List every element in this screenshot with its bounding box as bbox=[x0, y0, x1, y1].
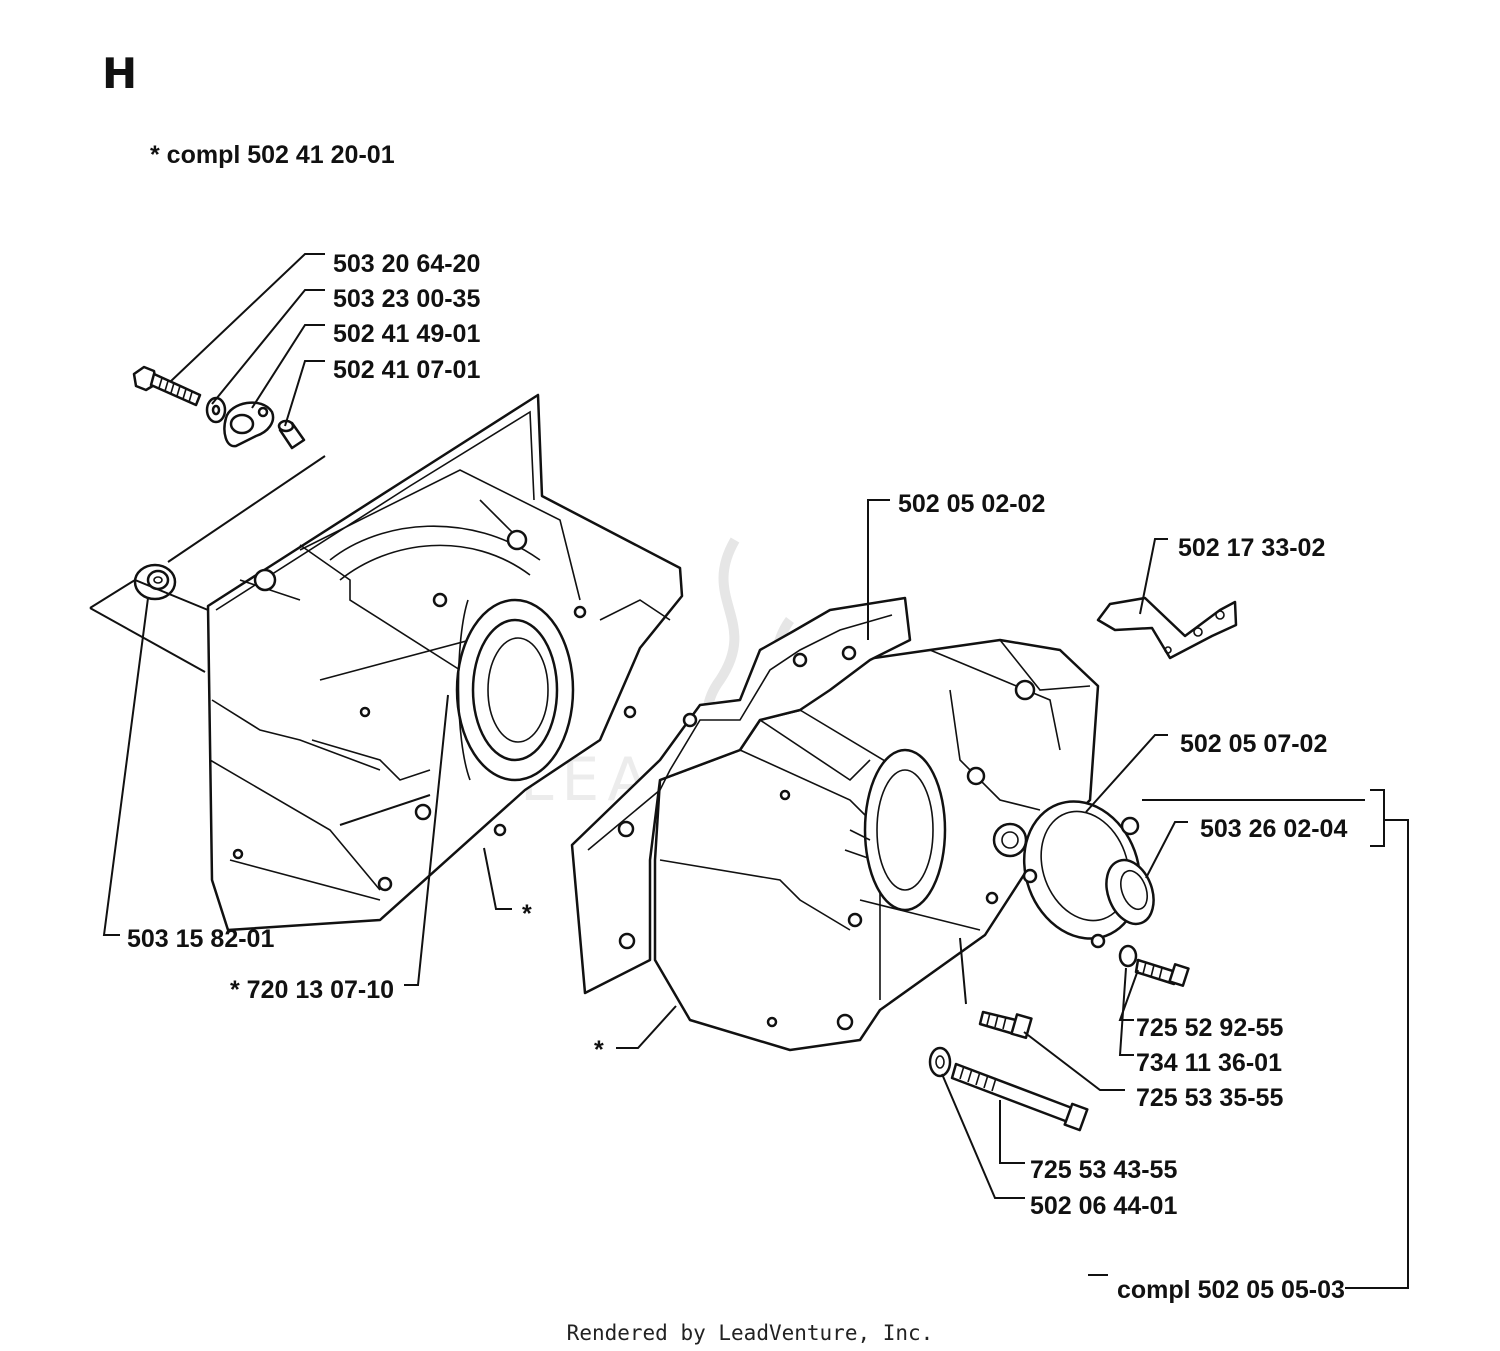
label-502-41-07-01: 502 41 07-01 bbox=[333, 356, 480, 384]
bracket-502-17-33-02[interactable] bbox=[1096, 596, 1238, 660]
label-502-41-49-01: 502 41 49-01 bbox=[333, 320, 480, 348]
label-725-53-43-55: 725 53 43-55 bbox=[1030, 1156, 1177, 1184]
label-725-52-92-55: 725 52 92-55 bbox=[1136, 1014, 1283, 1042]
label-720-13-07-10: * 720 13 07-10 bbox=[230, 976, 394, 1004]
label-502-05-02-02: 502 05 02-02 bbox=[898, 490, 1045, 518]
washer-502-06-44-01[interactable] bbox=[928, 1046, 952, 1078]
footer-credit: Rendered by LeadVenture, Inc. bbox=[567, 1321, 934, 1345]
label-503-26-02-04: 503 26 02-04 bbox=[1200, 815, 1347, 843]
bolt-503-20-64-20[interactable] bbox=[132, 365, 202, 407]
clamp-502-41-49-01[interactable] bbox=[223, 401, 275, 448]
screw-725-53-35-55[interactable] bbox=[978, 1010, 1033, 1040]
buffer-503-15-82-01[interactable] bbox=[133, 563, 177, 601]
washer-734-11-36-01[interactable] bbox=[1118, 944, 1138, 968]
screw-725-53-43-55[interactable] bbox=[950, 1062, 1089, 1132]
sleeve-502-41-07-01[interactable] bbox=[277, 419, 306, 450]
crankcase-right-half[interactable] bbox=[653, 638, 1100, 1052]
label-star-right: * bbox=[594, 1036, 604, 1064]
label-503-20-64-20: 503 20 64-20 bbox=[333, 250, 480, 278]
leader-lines bbox=[89, 253, 1409, 1289]
label-compl-502-05-05-03: compl 502 05 05-03 bbox=[1117, 1276, 1345, 1304]
label-503-15-82-01: 503 15 82-01 bbox=[127, 925, 274, 953]
label-502-17-33-02: 502 17 33-02 bbox=[1178, 534, 1325, 562]
seal-503-26-02-04[interactable] bbox=[1098, 853, 1162, 930]
label-734-11-36-01: 734 11 36-01 bbox=[1136, 1049, 1282, 1077]
label-725-53-35-55: 725 53 35-55 bbox=[1136, 1084, 1283, 1112]
washer-503-23-00-35[interactable] bbox=[205, 396, 227, 424]
label-502-06-44-01: 502 06 44-01 bbox=[1030, 1192, 1177, 1220]
label-502-05-07-02: 502 05 07-02 bbox=[1180, 730, 1327, 758]
screw-725-52-92-55[interactable] bbox=[1134, 958, 1190, 987]
gasket-502-05-02-02[interactable] bbox=[570, 596, 912, 995]
crankcase-left-half[interactable] bbox=[206, 393, 684, 932]
section-letter: H bbox=[102, 49, 137, 98]
label-star-left: * bbox=[522, 900, 532, 928]
label-503-23-00-35: 503 23 00-35 bbox=[333, 285, 480, 313]
assembly-note: * compl 502 41 20-01 bbox=[150, 141, 395, 169]
